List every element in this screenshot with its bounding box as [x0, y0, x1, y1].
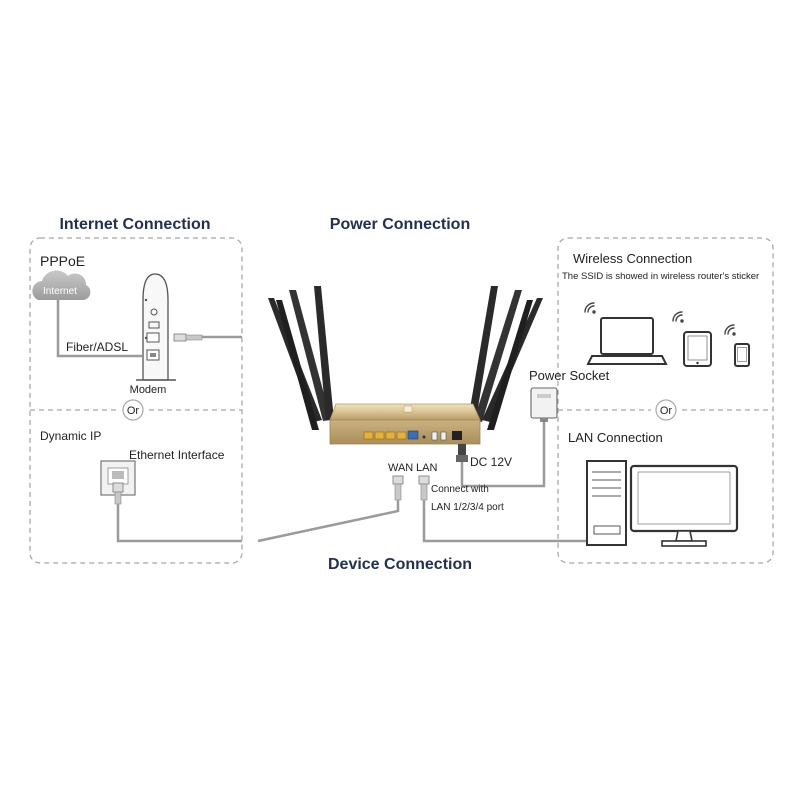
or-badge-right: Or	[655, 399, 677, 421]
power-connection-header: Power Connection	[330, 216, 470, 233]
modem-icon	[136, 273, 176, 381]
device-panel	[557, 237, 774, 564]
modem-label: Modem	[130, 384, 167, 396]
modem-ethernet-plug	[173, 333, 203, 342]
wifi-icon	[724, 324, 736, 336]
wan-cable	[257, 500, 400, 543]
dc-12v-label: DC 12V	[470, 455, 512, 469]
cloud-label: Internet	[43, 286, 77, 297]
dynamic-ip-label: Dynamic IP	[40, 429, 101, 443]
tablet-icon	[683, 331, 712, 367]
lan-ethernet-plug	[418, 475, 430, 501]
power-adapter-icon	[530, 387, 558, 422]
internet-connection-header: Internet Connection	[59, 216, 210, 233]
dc-plug	[456, 444, 468, 462]
lan-ports-label: LAN 1/2/3/4 port	[431, 502, 504, 513]
wireless-connection-label: Wireless Connection	[573, 251, 692, 266]
ethernet-interface-label: Ethernet Interface	[129, 448, 225, 462]
router-antennas	[268, 286, 543, 430]
svg-text:Or: Or	[127, 405, 140, 417]
lan-connection-label: LAN Connection	[568, 430, 663, 445]
wall-cable	[116, 504, 242, 543]
fiber-cable	[56, 300, 142, 358]
fiber-adsl-label: Fiber/ADSL	[66, 340, 128, 354]
lan-cable	[422, 500, 590, 543]
laptop-icon	[586, 317, 668, 365]
wifi-icon	[672, 311, 684, 323]
ssid-note: The SSID is showed in wireless router's …	[562, 271, 759, 282]
wan-label: WAN	[388, 462, 413, 474]
router-icon	[329, 403, 481, 445]
lan-label: LAN	[416, 462, 437, 474]
or-badge-left: Or	[122, 399, 144, 421]
device-connection-header: Device Connection	[328, 556, 472, 573]
power-cable	[460, 422, 546, 488]
phone-icon	[734, 343, 750, 367]
svg-text:Or: Or	[660, 405, 673, 417]
cloud-icon: Internet	[32, 270, 91, 300]
desktop-pc-icon	[586, 460, 739, 547]
wifi-icon	[584, 302, 596, 314]
power-socket-label: Power Socket	[529, 368, 610, 383]
internet-panel	[29, 237, 243, 564]
wan-ethernet-plug	[392, 475, 404, 501]
connect-with-label: Connect with	[431, 484, 489, 495]
pppoe-label: PPPoE	[40, 253, 85, 269]
